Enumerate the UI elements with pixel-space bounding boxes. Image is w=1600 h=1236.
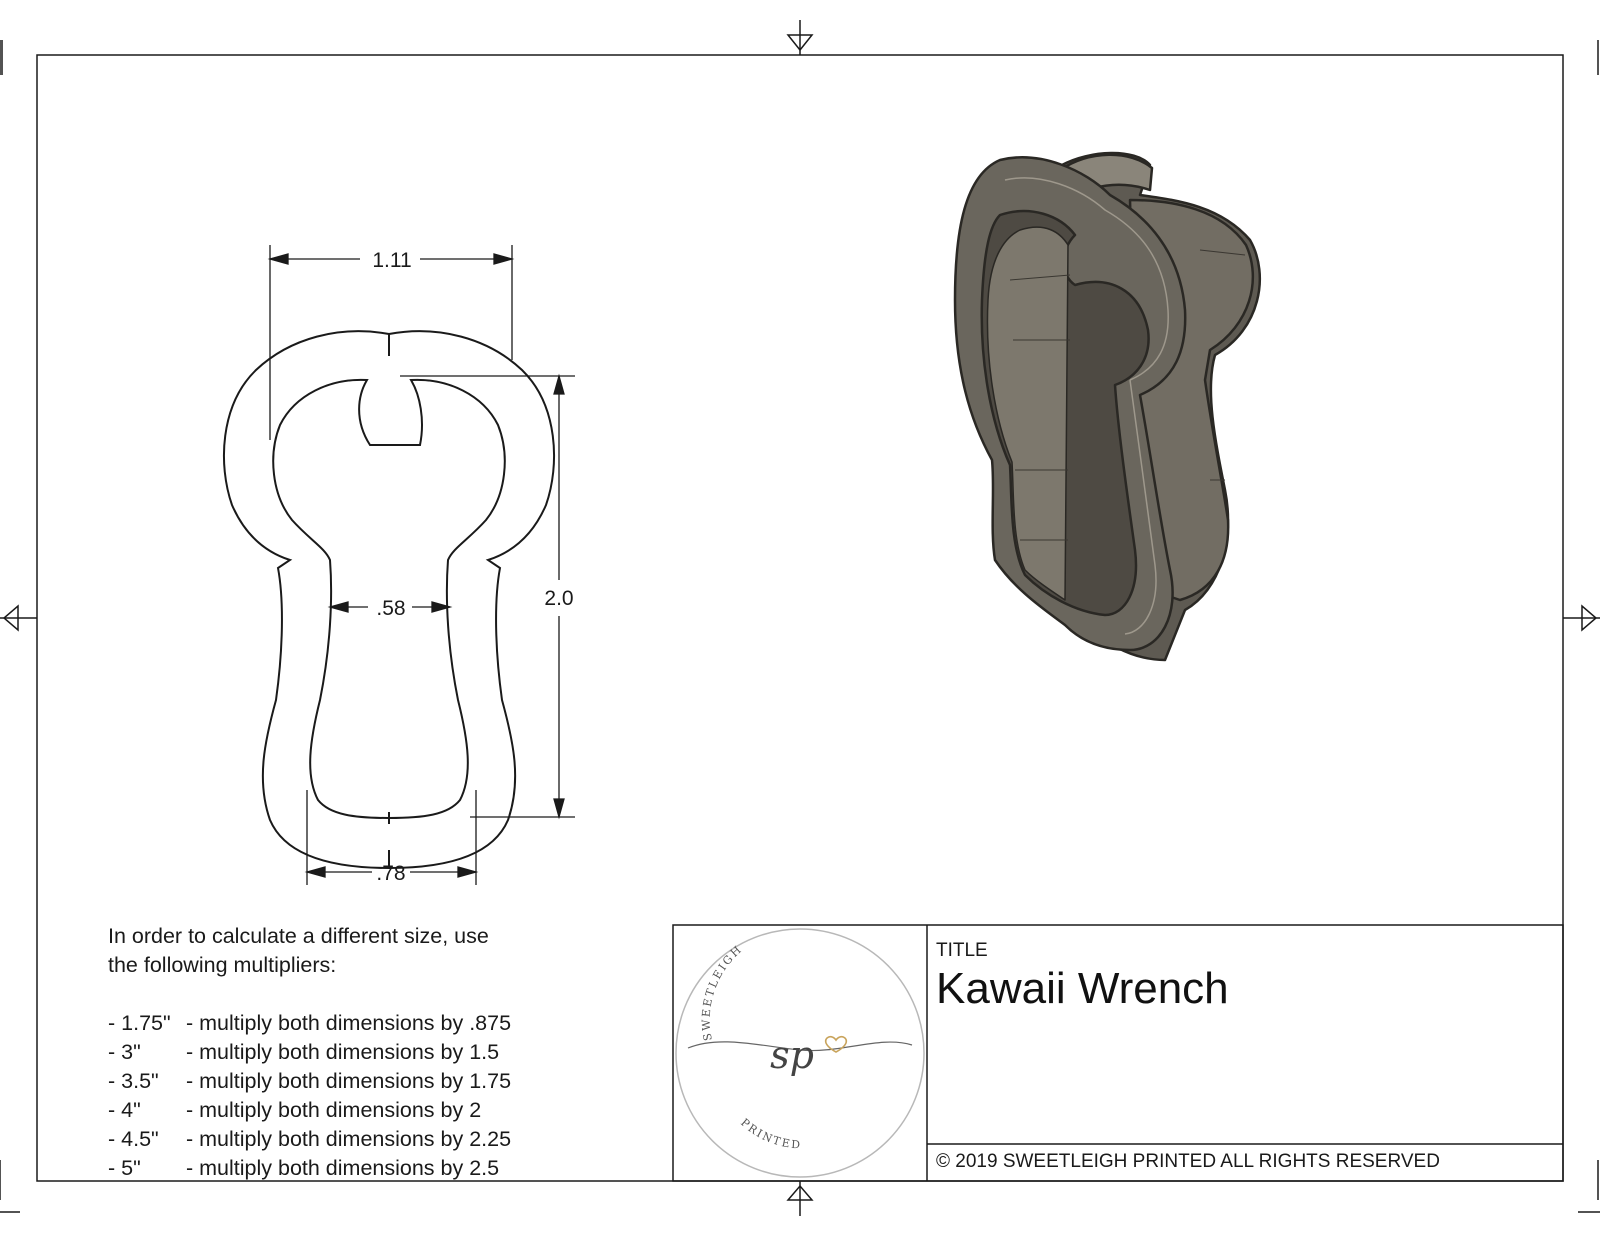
multiplier-notes: In order to calculate a different size, … — [108, 922, 668, 1183]
bottom-center-marker — [786, 1181, 814, 1216]
multiplier-text: - multiply both dimensions by 2.5 — [186, 1156, 500, 1180]
multiplier-text: - multiply both dimensions by 2.25 — [186, 1127, 512, 1151]
dimension-height: 2.0 — [544, 587, 573, 610]
wrench-3d-render — [953, 151, 1262, 662]
multiplier-text: - multiply both dimensions by .875 — [186, 1011, 512, 1035]
multiplier-row: - 4" - multiply both dimensions by 2 — [108, 1096, 668, 1125]
multiplier-row: - 3" - multiply both dimensions by 1.5 — [108, 1038, 668, 1067]
copyright-notice: © 2019 SWEETLEIGH PRINTED ALL RIGHTS RES… — [936, 1151, 1440, 1172]
multiplier-row: - 4.5" - multiply both dimensions by 2.2… — [108, 1125, 668, 1154]
title-label: TITLE — [936, 940, 988, 961]
multiplier-size: - 4" — [108, 1098, 141, 1122]
logo-bottom-text: PRINTED — [738, 1116, 802, 1152]
dimension-width-bottom: .78 — [376, 862, 405, 885]
multiplier-intro-line2: the following multipliers: — [108, 953, 337, 977]
left-center-marker — [0, 604, 37, 632]
top-center-marker — [786, 20, 814, 55]
multiplier-size: - 3.5" — [108, 1069, 159, 1093]
right-center-marker — [1563, 604, 1600, 632]
multiplier-row: - 1.75" - multiply both dimensions by .8… — [108, 1009, 668, 1038]
multiplier-text: - multiply both dimensions by 1.75 — [186, 1069, 512, 1093]
dimension-width-top: 1.11 — [372, 249, 411, 272]
wrench-profile-outline — [222, 330, 556, 870]
multiplier-row: - 3.5" - multiply both dimensions by 1.7… — [108, 1067, 668, 1096]
multiplier-intro: In order to calculate a different size, … — [108, 922, 668, 980]
multiplier-text: - multiply both dimensions by 1.5 — [186, 1040, 500, 1064]
corner-marks — [0, 40, 1600, 1213]
multiplier-size: - 5" — [108, 1156, 141, 1180]
title-block-frame — [672, 924, 1564, 1182]
heart-icon — [824, 1035, 848, 1053]
multiplier-size: - 3" — [108, 1040, 141, 1064]
sweetleigh-logo: SWEETLEIGH PRINTED sp — [675, 928, 925, 1178]
center-markers — [0, 20, 1600, 1216]
multiplier-size: - 1.75" — [108, 1011, 171, 1035]
dimension-lines — [267, 245, 575, 885]
dimension-width-inner: .58 — [376, 597, 405, 620]
drawing-title: Kawaii Wrench — [936, 964, 1229, 1013]
multiplier-text: - multiply both dimensions by 2 — [186, 1098, 482, 1122]
multiplier-intro-line1: In order to calculate a different size, … — [108, 924, 489, 948]
logo-top-text: SWEETLEIGH — [700, 942, 746, 1041]
multiplier-size: - 4.5" — [108, 1127, 159, 1151]
logo-flourish — [687, 1041, 913, 1052]
logo-monogram: sp — [770, 1033, 814, 1077]
multiplier-row: - 5" - multiply both dimensions by 2.5 — [108, 1154, 668, 1183]
